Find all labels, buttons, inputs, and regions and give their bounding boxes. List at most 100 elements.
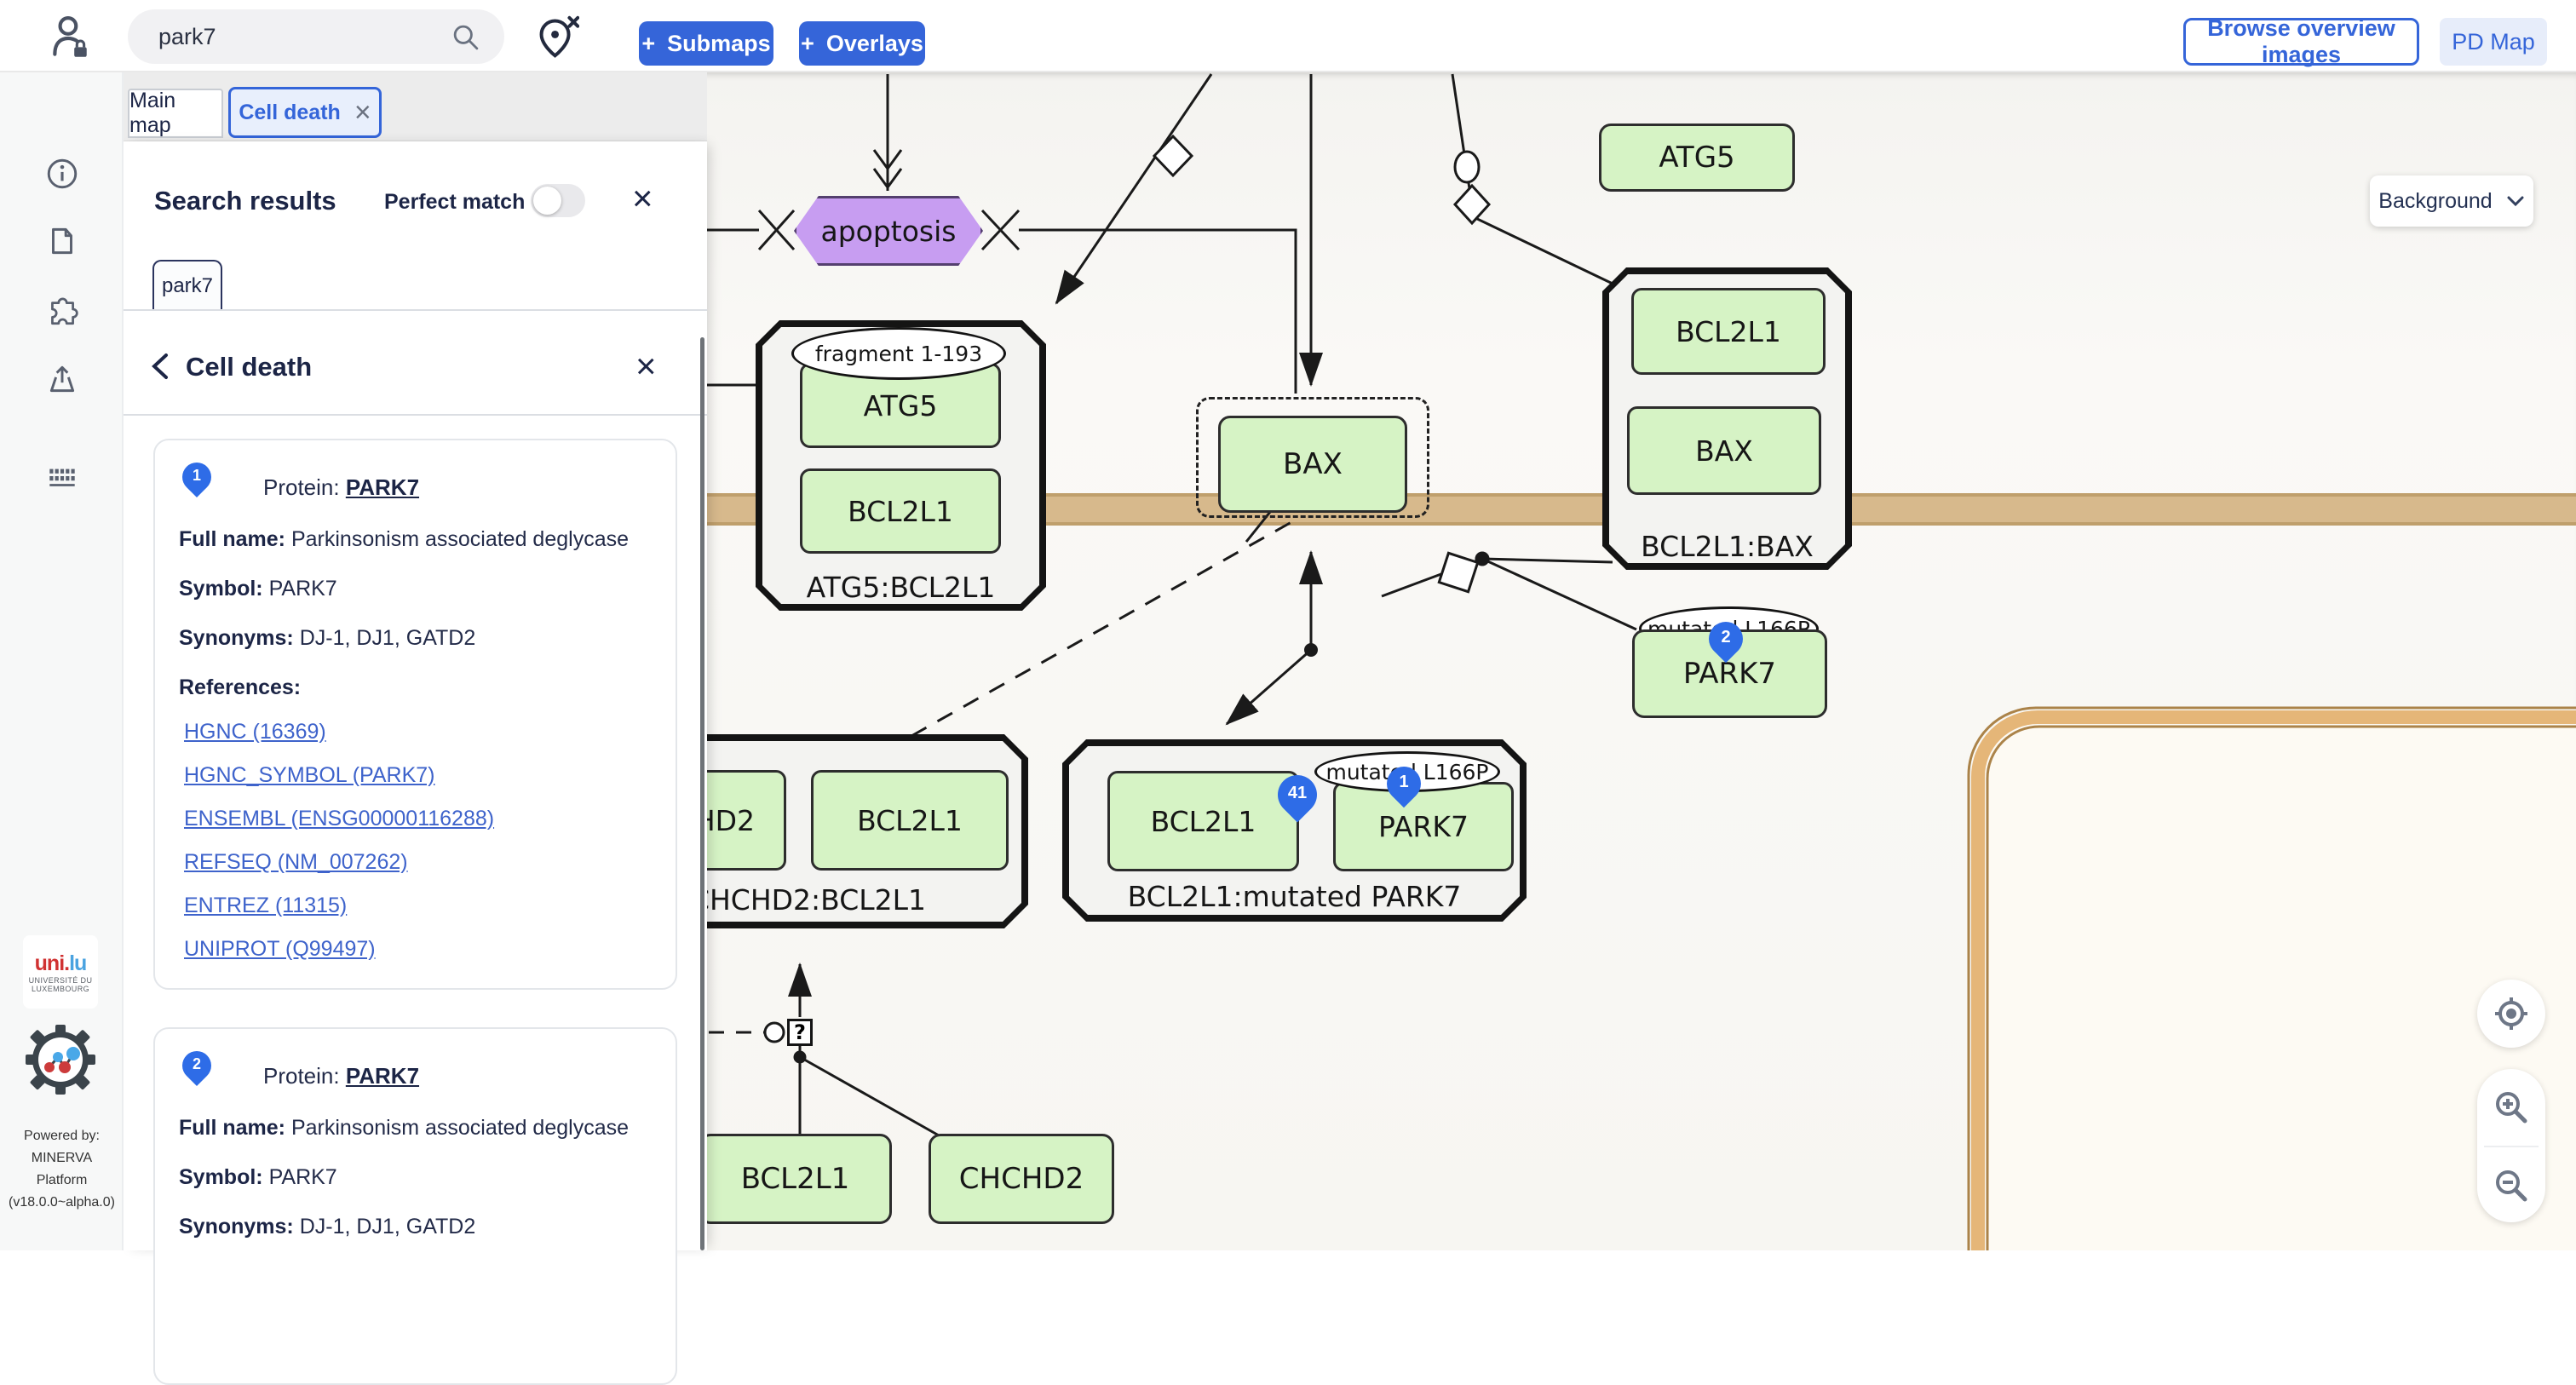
zoom-out-button[interactable] [2477, 1147, 2545, 1224]
symbol-label: Symbol: [179, 577, 263, 601]
pd-map-button[interactable]: PD Map [2440, 18, 2547, 66]
brand-platform: Platform [36, 1173, 88, 1187]
symbol-row: Symbol: PARK7 [179, 577, 337, 601]
protein-link[interactable]: PARK7 [345, 474, 420, 500]
back-chevron-icon[interactable] [149, 352, 171, 381]
target-icon [2495, 997, 2527, 1030]
result-pin-2: 2 [175, 1044, 218, 1090]
member-bax[interactable]: BAX [1627, 406, 1821, 495]
unilu-logo[interactable]: uni.lu UNIVERSITÉ DU LUXEMBOURG [23, 935, 98, 1009]
toggle-knob [533, 187, 561, 215]
reference-link-uniprot[interactable]: UNIPROT (Q99497) [184, 937, 376, 961]
unilu-sub1: UNIVERSITÉ DU [28, 975, 93, 985]
reference-link-entrez[interactable]: ENTREZ (11315) [184, 894, 348, 917]
node-bcl2l1[interactable]: BCL2L1 [699, 1134, 892, 1224]
plugin-puzzle-icon[interactable] [44, 292, 80, 328]
minerva-gear-logo[interactable] [26, 1025, 95, 1095]
search-input[interactable] [128, 23, 434, 50]
result-pin-1: 1 [175, 456, 218, 502]
info-icon[interactable] [44, 156, 80, 192]
zoom-controls [2477, 1069, 2545, 1222]
user-account-icon[interactable] [49, 15, 90, 61]
references-row: References: [179, 675, 301, 700]
result-card-2[interactable]: 2 Protein: PARK7 Full name: Parkinsonism… [153, 1027, 677, 1385]
pd-map-label: PD Map [2452, 28, 2535, 55]
protein-row: Protein: PARK7 [263, 474, 419, 501]
background-dropdown[interactable]: Background [2370, 175, 2533, 227]
bax-highlight-box[interactable] [1196, 397, 1429, 518]
close-search-icon[interactable]: × [632, 178, 653, 218]
tab-main-map[interactable]: Main map [128, 89, 223, 138]
complex-bcl2l1-bax[interactable]: BCL2L1 BAX BCL2L1:BAX [1602, 267, 1852, 570]
close-section-icon[interactable]: × [635, 346, 657, 386]
node-atg5[interactable]: ATG5 [1599, 124, 1795, 192]
reference-link-refseq[interactable]: REFSEQ (NM_007262) [184, 850, 408, 874]
node-bax[interactable]: BAX [1218, 416, 1407, 513]
map-pin-1[interactable]: 1 [1379, 759, 1429, 813]
version-text: (v18.0.0~alpha.0) [9, 1195, 115, 1210]
query-chip-park7[interactable]: park7 [152, 260, 222, 310]
full-name-label: Full name: [179, 1116, 286, 1140]
panel-scrollbar[interactable] [700, 337, 704, 1250]
plus-icon: + [641, 30, 656, 56]
member-bcl2l1[interactable]: BCL2L1 [811, 770, 1009, 871]
member-bcl2l1[interactable]: BCL2L1 [1107, 771, 1299, 871]
panel-title: Search results [154, 186, 336, 216]
brand-minerva: MINERVA [31, 1151, 93, 1165]
document-icon[interactable] [44, 223, 80, 259]
plus-icon: + [801, 30, 814, 56]
background-label: Background [2378, 188, 2493, 213]
overlays-label: Overlays [825, 30, 923, 56]
member-bcl2l1[interactable]: BCL2L1 [800, 468, 1001, 554]
symbol-label: Symbol: [179, 1165, 263, 1189]
map-pin-2[interactable]: 2 [1701, 614, 1751, 668]
synonyms-label: Synonyms: [179, 1215, 294, 1238]
chevron-down-icon [2507, 196, 2524, 207]
complex-label: ATG5:BCL2L1 [806, 571, 996, 604]
search-results-panel: Search results Perfect match × park7 Cel… [124, 141, 707, 1385]
symbol-value: PARK7 [268, 577, 337, 601]
pin-number: 41 [1287, 784, 1308, 802]
map-pin-41[interactable]: 41 [1269, 767, 1325, 828]
section-title: Cell death [186, 352, 313, 382]
complex-label: BCL2L1:BAX [1641, 530, 1814, 563]
recenter-button[interactable] [2477, 980, 2545, 1048]
perfect-match-toggle[interactable] [531, 184, 585, 217]
submaps-button[interactable]: + Submaps [639, 21, 773, 66]
legend-grid-icon[interactable] [44, 458, 80, 494]
unilu-sub2: LUXEMBOURG [31, 984, 89, 993]
complex-bcl2l1-mutated-park7[interactable]: BCL2L1 PARK7 mutated L166P BCL2L1:mutate… [1062, 739, 1527, 922]
references-label: References: [179, 675, 302, 699]
clear-pins-icon[interactable] [538, 13, 579, 62]
submaps-label: Submaps [667, 30, 771, 56]
tab-strip: Main map Cell death × [124, 72, 707, 141]
close-tab-icon[interactable]: × [354, 96, 371, 129]
pin-number: 2 [1721, 628, 1731, 647]
member-park7[interactable]: PARK7 [1333, 782, 1514, 871]
overlays-button[interactable]: + Overlays [799, 21, 925, 66]
phenotype-apoptosis[interactable]: apoptosis [794, 196, 983, 266]
divider [124, 414, 707, 416]
unilu-wordmark: uni.lu [34, 951, 88, 975]
search-icon[interactable] [453, 25, 479, 50]
tab-cell-death[interactable]: Cell death × [228, 87, 382, 138]
search-box [128, 9, 504, 64]
zoom-in-icon [2496, 1092, 2527, 1124]
reference-link-hgnc-symbol[interactable]: HGNC_SYMBOL (PARK7) [184, 763, 435, 787]
icon-sidebar: uni.lu UNIVERSITÉ DU LUXEMBOURG Powered … [0, 72, 124, 1250]
full-name-row: Full name: Parkinsonism associated degly… [179, 1116, 629, 1141]
protein-link[interactable]: PARK7 [345, 1063, 420, 1089]
tab-label: Cell death [239, 100, 341, 124]
member-bcl2l1[interactable]: BCL2L1 [1631, 288, 1826, 375]
export-icon[interactable] [44, 361, 80, 397]
complex-atg5-bcl2l1[interactable]: ATG5 BCL2L1 fragment 1-193 ATG5:BCL2L1 [756, 320, 1046, 611]
reference-link-hgnc[interactable]: HGNC (16369) [184, 720, 326, 744]
top-bar: + Submaps + Overlays Browse overview ima… [0, 0, 2576, 72]
result-card-1[interactable]: 1 Protein: PARK7 Full name: Parkinsonism… [153, 439, 677, 990]
unknown-reaction-glyph[interactable]: ? [787, 1019, 813, 1046]
reference-link-ensembl[interactable]: ENSEMBL (ENSG00000116288) [184, 807, 495, 830]
pin-number: 2 [192, 1055, 201, 1072]
zoom-in-button[interactable] [2477, 1069, 2545, 1146]
node-chchd2[interactable]: CHCHD2 [929, 1134, 1114, 1224]
browse-overview-images-button[interactable]: Browse overview images [2183, 15, 2419, 67]
